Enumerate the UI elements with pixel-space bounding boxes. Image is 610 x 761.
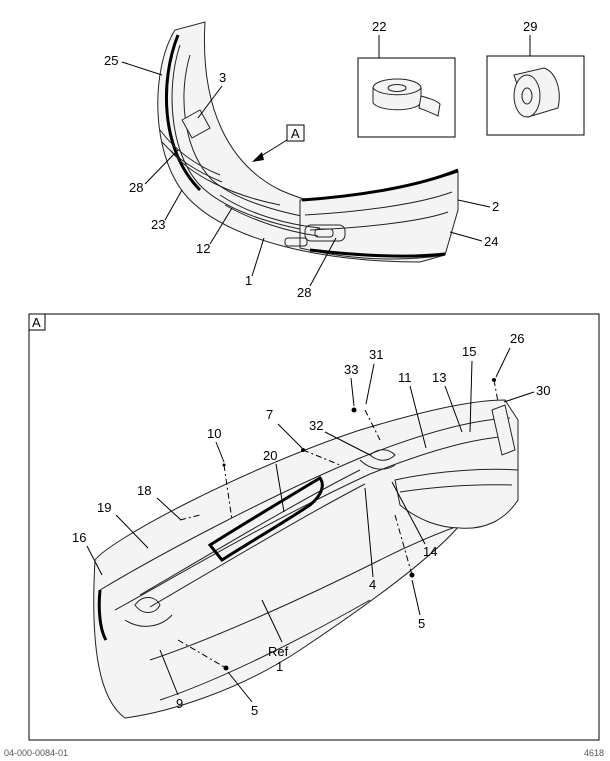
callout-11: 11 (398, 370, 412, 385)
leader-5-right (411, 579, 421, 616)
leader-1 (251, 237, 265, 277)
install-line-10 (223, 464, 233, 521)
leader-16 (86, 545, 103, 576)
callout-22: 22 (372, 19, 386, 34)
callout-14: 14 (423, 544, 437, 559)
callout-32: 32 (309, 418, 323, 433)
leader-13 (444, 385, 463, 433)
leader-24 (449, 231, 483, 242)
callout-5-right: 5 (418, 616, 425, 631)
detail-a-frame (28, 313, 600, 741)
leader-25 (121, 61, 163, 76)
detail-a-tag: A (32, 315, 41, 330)
leader-14 (391, 481, 426, 545)
leader-5-left (227, 671, 253, 703)
bumper-rear-view (93, 399, 519, 719)
leader-32 (324, 431, 371, 456)
leader-23 (164, 189, 183, 221)
footer-sheet-id: 4618 (583, 748, 604, 758)
fastener-10 (222, 463, 226, 467)
callout-20: 20 (263, 448, 277, 463)
callout-10: 10 (207, 426, 221, 441)
install-line-18 (179, 514, 201, 521)
callout-28-top: 28 (129, 180, 143, 195)
detail-a-tag-box (28, 313, 46, 331)
callout-7: 7 (266, 407, 273, 422)
leader-12 (209, 207, 233, 245)
callout-12: 12 (196, 241, 210, 256)
callout-28-bottom: 28 (297, 285, 311, 300)
leader-28-bottom (309, 237, 337, 287)
leader-3 (197, 85, 223, 119)
callout-24: 24 (484, 234, 498, 249)
spacer-hole (521, 87, 533, 105)
leader-26 (495, 347, 511, 378)
install-line-31 (364, 409, 381, 441)
install-line-5-left (177, 639, 227, 669)
callout-18: 18 (137, 483, 151, 498)
fastener-26 (492, 378, 496, 382)
callout-33: 33 (344, 362, 358, 377)
leader-ref (261, 599, 283, 643)
fastener-5-right (409, 572, 415, 578)
callout-16: 16 (72, 530, 86, 545)
leader-31 (365, 363, 375, 405)
callout-ref: Ref (268, 644, 289, 659)
detail-29: 29 (486, 19, 585, 136)
install-line-7 (302, 449, 341, 466)
view-a-arrowhead (252, 152, 264, 162)
view-a-arrow (257, 139, 288, 159)
callout-9: 9 (176, 696, 183, 711)
leader-28-top (144, 149, 179, 185)
detail-22: 22 (357, 19, 456, 138)
callout-30: 30 (536, 383, 550, 398)
view-a-box (286, 124, 305, 142)
leader-2 (457, 199, 491, 208)
leader-10 (215, 441, 225, 463)
fastener-33 (351, 407, 357, 413)
leader-11 (409, 385, 427, 449)
spacer-face (513, 74, 541, 118)
callout-4: 4 (369, 577, 376, 592)
callout-19: 19 (97, 500, 111, 515)
leader-33 (350, 377, 355, 407)
callout-3: 3 (219, 70, 226, 85)
view-a-label: A (291, 126, 300, 141)
fastener-7 (301, 448, 305, 452)
callout-31: 31 (369, 347, 383, 362)
callout-26: 26 (510, 331, 524, 346)
install-line-5-right (394, 514, 413, 576)
callout-2: 2 (492, 199, 499, 214)
leader-20 (275, 463, 285, 513)
leader-19 (115, 514, 149, 549)
callout-13: 13 (432, 370, 446, 385)
tape-roll-hole (387, 84, 407, 92)
callout-29: 29 (523, 19, 537, 34)
leader-4 (364, 487, 374, 578)
callout-ref-1: 1 (276, 659, 283, 674)
footer-drawing-number: 04-000-0084-01 (4, 748, 69, 758)
install-line-26 (493, 379, 499, 403)
callout-5-left: 5 (251, 703, 258, 718)
callout-1: 1 (245, 273, 252, 288)
leader-30 (503, 391, 535, 403)
tape-roll-strip (418, 95, 441, 117)
leader-18 (156, 497, 182, 521)
leader-7 (277, 423, 303, 449)
fastener-5-left (223, 665, 229, 671)
leader-15 (469, 360, 473, 433)
callout-25: 25 (104, 53, 118, 68)
callout-15: 15 (462, 344, 476, 359)
leader-9 (159, 649, 179, 696)
callout-23: 23 (151, 217, 165, 232)
